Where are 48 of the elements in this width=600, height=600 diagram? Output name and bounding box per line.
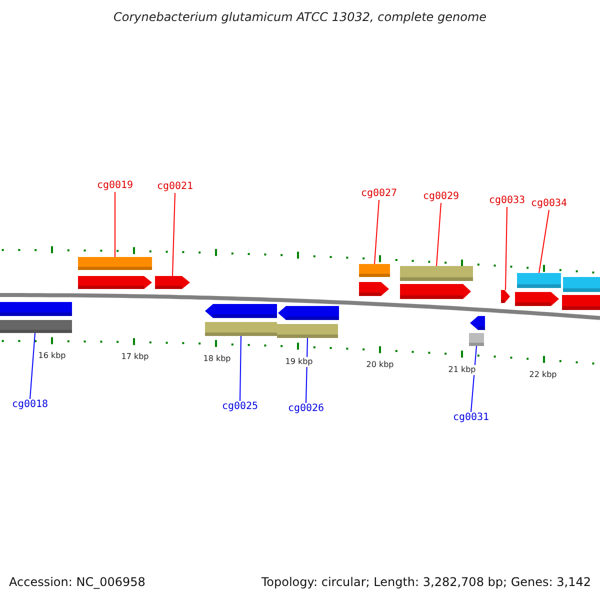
gene-feature [155, 276, 190, 289]
scale-label: 17 kbp [120, 352, 150, 362]
feature-bar [562, 295, 600, 310]
feature-bar [0, 302, 72, 316]
gene-feature [205, 304, 277, 318]
scale-label: 18 kbp [202, 354, 232, 364]
feature-bar [277, 324, 338, 338]
title: Corynebacterium glutamicum ATCC 13032, complete genome [112, 10, 488, 24]
feature-bar [78, 257, 152, 270]
feature-bar [205, 322, 277, 336]
gene-feature [501, 290, 510, 303]
leader-line [240, 336, 242, 402]
genome-summary-text: Topology: circular; Length: 3,282,708 bp; Genes: 3,142 [261, 575, 591, 589]
feature-bar [0, 320, 72, 333]
gene-label: cg0029 [422, 191, 460, 203]
feature-bar [400, 266, 473, 281]
leader-line [505, 206, 508, 290]
gene-label: cg0031 [452, 412, 490, 424]
gene-label: cg0034 [530, 198, 568, 210]
gene-feature [515, 292, 559, 306]
gene-label: cg0027 [360, 188, 398, 200]
gene-feature [278, 306, 339, 320]
feature-bar [359, 264, 390, 277]
leader-line [538, 210, 550, 274]
gene-label: cg0026 [288, 403, 324, 415]
scale-label: 16 kbp [37, 351, 67, 362]
scale-label: 22 kbp [528, 370, 558, 380]
leader-line [172, 192, 176, 276]
gene-label: cg0033 [488, 195, 526, 207]
gene-feature [470, 316, 485, 330]
feature-bar [563, 277, 600, 292]
leader-line [30, 332, 36, 400]
gene-label: cg0019 [96, 180, 134, 192]
gene-feature [359, 282, 389, 296]
gene-label: cg0025 [222, 401, 258, 413]
scale-label: 20 kbp [365, 360, 395, 370]
scale-label: 19 kbp [284, 356, 314, 367]
gene-label: cg0021 [156, 181, 194, 193]
leader-line [114, 192, 116, 258]
gene-feature [78, 276, 152, 289]
gene-label: cg0018 [12, 399, 48, 411]
scale-label: 21 kbp [447, 364, 477, 375]
accession-text: Accession: NC_006958 [9, 575, 146, 589]
feature-bar [517, 273, 561, 288]
leader-line [436, 202, 442, 266]
gene-feature [400, 284, 471, 299]
leader-line [374, 200, 380, 264]
feature-bar [469, 333, 484, 346]
